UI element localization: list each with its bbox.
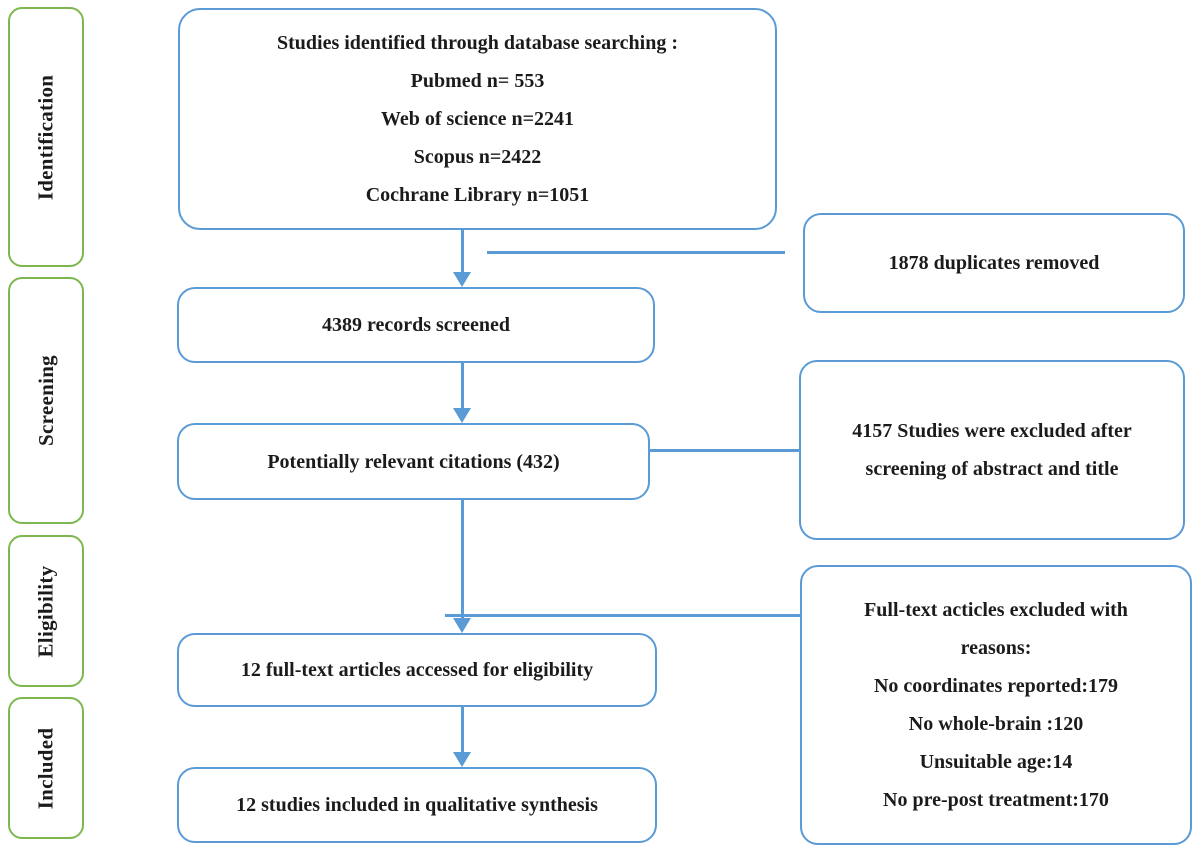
stage-box-screening: Screening — [8, 277, 84, 524]
stage-label-eligibility: Eligibility — [33, 565, 58, 657]
connector-line-to-fulltext-excluded-box — [445, 614, 800, 617]
abstract-excluded-line-2: screening of abstract and title — [865, 458, 1119, 480]
arrowhead-screened-to-citations — [453, 408, 471, 423]
duplicates-removed-label: 1878 duplicates removed — [888, 252, 1100, 274]
identified-line-scopus: Scopus n=2422 — [413, 146, 542, 168]
identified-line-cochrane: Cochrane Library n=1051 — [365, 184, 590, 206]
fulltext-excluded-reason-coordinates: No coordinates reported:179 — [873, 675, 1119, 697]
arrow-line-screened-to-citations — [461, 363, 464, 409]
arrowhead-fulltext-to-included — [453, 752, 471, 767]
included-synthesis-label: 12 studies included in qualitative synth… — [236, 794, 598, 816]
connector-line-to-abstract-excluded-box — [650, 449, 799, 452]
fulltext-excluded-title-line-1: Full-text acticles excluded with — [864, 599, 1128, 621]
identified-line-web-of-science: Web of science n=2241 — [380, 108, 575, 130]
flow-box-relevant-citations: Potentially relevant citations (432) — [177, 423, 650, 500]
records-screened-label: 4389 records screened — [321, 314, 511, 336]
connector-line-to-duplicates-box — [487, 251, 785, 254]
identified-line-pubmed: Pubmed n= 553 — [410, 70, 545, 92]
identified-line-title: Studies identified through database sear… — [277, 32, 678, 54]
stage-label-included: Included — [33, 727, 58, 809]
arrow-line-fulltext-to-included — [461, 707, 464, 753]
fulltext-excluded-reason-prepost: No pre-post treatment:170 — [883, 789, 1109, 811]
arrow-line-identified-to-screened — [461, 230, 464, 274]
fulltext-excluded-reason-age: Unsuitable age:14 — [919, 751, 1073, 773]
arrowhead-identified-to-screened — [453, 272, 471, 287]
fulltext-assessed-label: 12 full-text articles accessed for eligi… — [240, 659, 594, 681]
flow-box-included-synthesis: 12 studies included in qualitative synth… — [177, 767, 657, 843]
arrow-line-citations-to-fulltext — [461, 500, 464, 619]
stage-box-identification: Identification — [8, 7, 84, 267]
side-box-abstract-excluded: 4157 Studies were excluded after screeni… — [799, 360, 1185, 540]
arrowhead-citations-to-fulltext — [453, 618, 471, 633]
flow-box-fulltext-assessed: 12 full-text articles accessed for eligi… — [177, 633, 657, 707]
stage-box-included: Included — [8, 697, 84, 839]
fulltext-excluded-reason-wholebrain: No whole-brain :120 — [908, 713, 1084, 735]
relevant-citations-label: Potentially relevant citations (432) — [267, 450, 560, 473]
flow-box-records-identified: Studies identified through database sear… — [178, 8, 777, 230]
flow-box-records-screened: 4389 records screened — [177, 287, 655, 363]
side-box-duplicates-removed: 1878 duplicates removed — [803, 213, 1185, 313]
stage-label-screening: Screening — [33, 355, 58, 446]
fulltext-excluded-title-line-2: reasons: — [960, 637, 1032, 659]
stage-label-identification: Identification — [33, 74, 58, 200]
abstract-excluded-line-1: 4157 Studies were excluded after — [852, 420, 1132, 442]
stage-box-eligibility: Eligibility — [8, 535, 84, 687]
side-box-fulltext-excluded: Full-text acticles excluded with reasons… — [800, 565, 1192, 845]
